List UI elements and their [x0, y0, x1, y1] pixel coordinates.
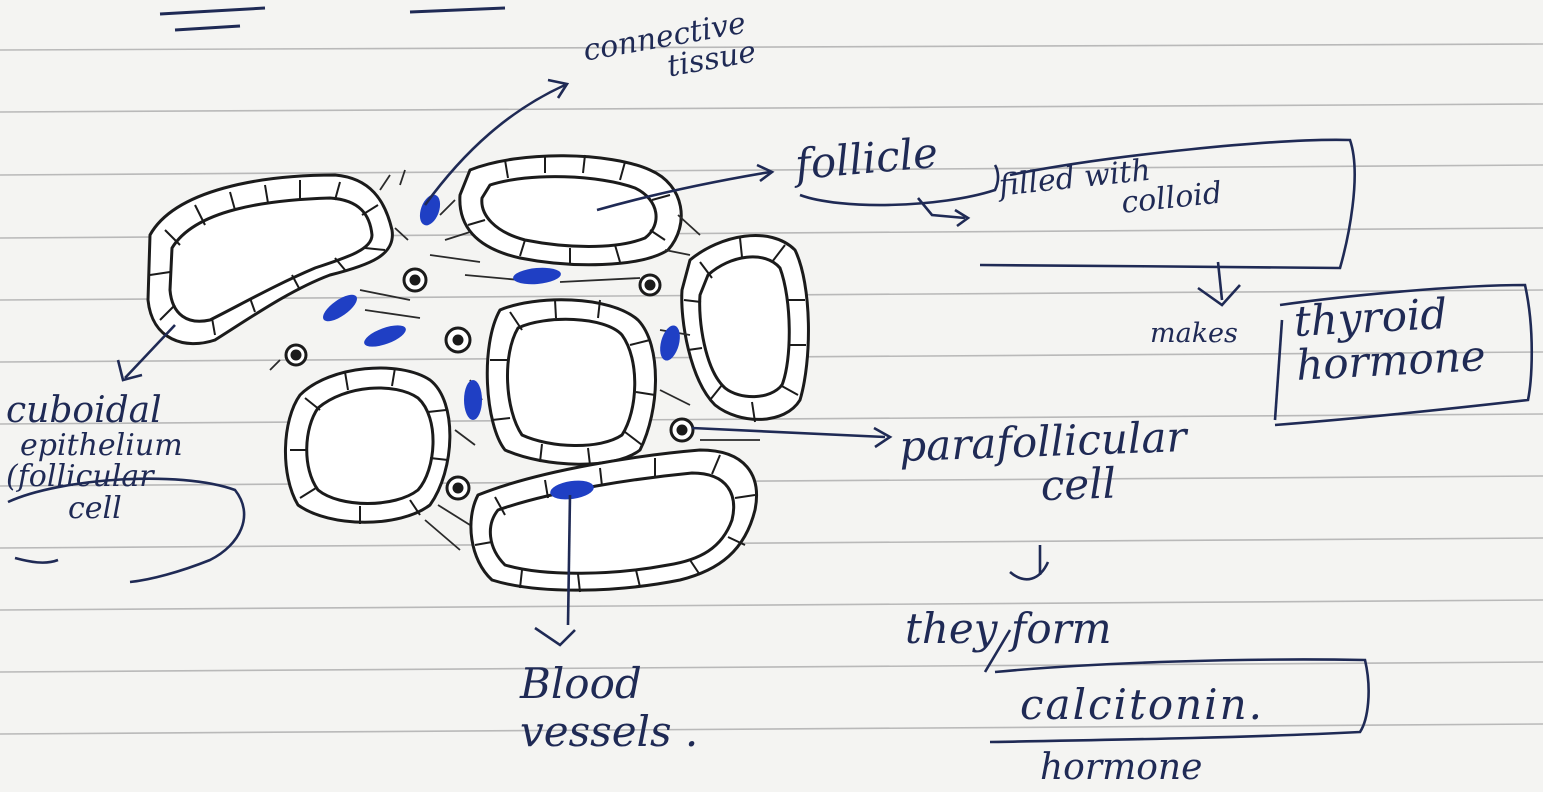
- hormone-label: hormone: [1040, 750, 1202, 786]
- follicle-diagram: [148, 155, 808, 592]
- follicle-center: [487, 300, 655, 465]
- follicle-label: follicle: [793, 132, 939, 186]
- top-underlines: [160, 8, 505, 30]
- calcitonin-label: calcitonin.: [1020, 684, 1264, 726]
- follicle-right: [682, 236, 809, 422]
- parafollicular-cell-label: parafollicular cell: [899, 415, 1189, 513]
- follicle-bottom: [471, 450, 757, 592]
- thyroid-hormone-label: thyroid hormone: [1293, 290, 1487, 388]
- follicle-top-left: [148, 175, 392, 344]
- blood-vessels-label: Blood vessels .: [520, 660, 698, 757]
- follicle-bottom-left: [285, 368, 449, 524]
- they-form-label: they form: [905, 608, 1112, 650]
- makes-label: makes: [1150, 320, 1238, 347]
- cuboidal-epithelium-label: cuboidal epithelium (follicular cell: [6, 392, 183, 524]
- follicle-top-center: [460, 155, 681, 265]
